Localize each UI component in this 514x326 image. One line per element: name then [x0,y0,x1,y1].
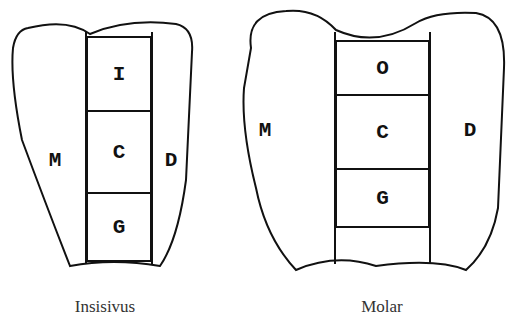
surface-letter: M [259,120,272,141]
surface-letter: G [113,217,126,238]
cervical-cell: C [335,94,430,170]
surface-letter: C [376,122,389,143]
gingival-cell: G [86,192,152,262]
surface-letter: D [165,150,178,171]
surface-letter: M [49,150,62,171]
tooth-outline-path [12,22,192,266]
molar-outline: M D O C G [236,8,508,278]
surface-letter: I [113,64,126,85]
gingival-cell: G [335,168,430,228]
surface-letter: C [113,142,126,163]
surface-letter: G [376,188,389,209]
tooth-outline-path [244,11,505,270]
tooth-caption: Insisivus [75,298,135,315]
cervical-cell: C [86,110,152,194]
incisal-cell: I [86,36,152,112]
incisor-outline: M D I C G [8,10,196,270]
surface-letter: D [464,120,477,141]
tooth-caption: Molar [361,298,403,315]
occlusal-cell: O [335,40,430,96]
surface-letter: O [376,58,389,79]
